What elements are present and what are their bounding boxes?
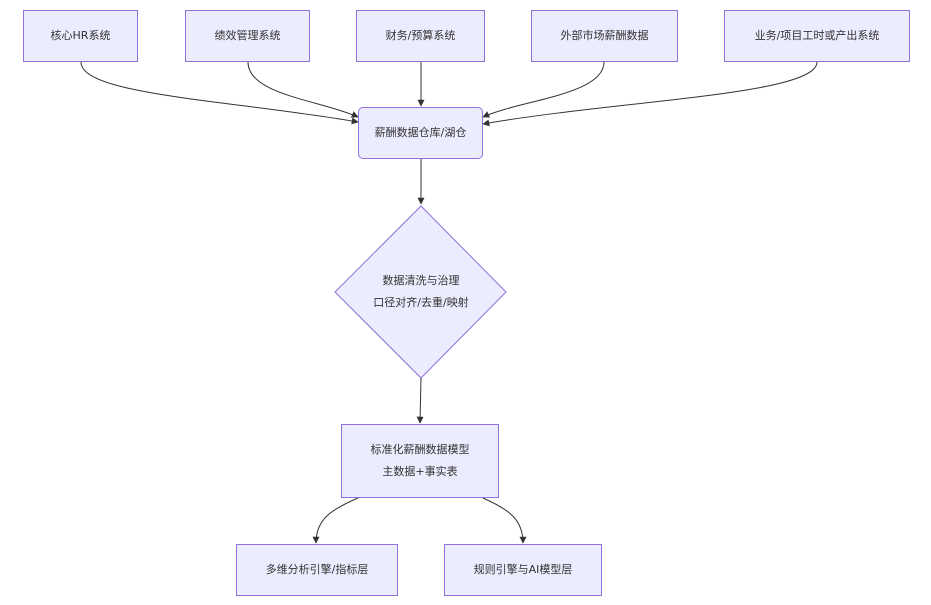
node-model-line2: 主数据+事实表 [382,465,458,478]
node-rules-ai-label: 规则引擎与AI模型层 [473,563,573,576]
edge-cleaning-to-model [416,377,424,424]
edge-market-to-warehouse [482,61,605,118]
node-core-hr: 核心HR系统 [23,10,138,62]
node-performance: 绩效管理系统 [185,10,310,62]
edge-model-to-analytics [312,497,359,544]
node-market-data: 外部市场薪酬数据 [531,10,678,62]
node-rules-ai: 规则引擎与AI模型层 [444,544,602,596]
node-analytics-engine: 多维分析引擎/指标层 [236,544,398,596]
node-finance-label: 财务/预算系统 [385,29,456,42]
node-model-line1: 标准化薪酬数据模型 [370,443,470,456]
node-cleaning-line2: 口径对齐/去重/映射 [373,296,469,309]
node-analytics-engine-label: 多维分析引擎/指标层 [265,563,369,576]
edge-perf-to-warehouse [247,61,359,118]
node-model: 标准化薪酬数据模型 主数据+事实表 [341,424,499,498]
node-finance: 财务/预算系统 [356,10,485,62]
node-market-data-label: 外部市场薪酬数据 [560,29,649,42]
node-project-system: 业务/项目工时或产出系统 [724,10,910,62]
node-project-system-label: 业务/项目工时或产出系统 [754,29,880,42]
edge-model-to-rules [482,497,527,544]
node-cleaning-line1: 数据清洗与治理 [382,274,460,287]
node-cleaning: 数据清洗与治理 口径对齐/去重/映射 [335,206,507,378]
node-warehouse-label: 薪酬数据仓库/湖仓 [374,126,467,139]
node-warehouse: 薪酬数据仓库/湖仓 [358,107,483,159]
node-performance-label: 绩效管理系统 [214,29,281,42]
node-core-hr-label: 核心HR系统 [50,29,111,42]
edge-project-to-warehouse [482,61,818,127]
edge-hr-to-warehouse [80,61,359,125]
